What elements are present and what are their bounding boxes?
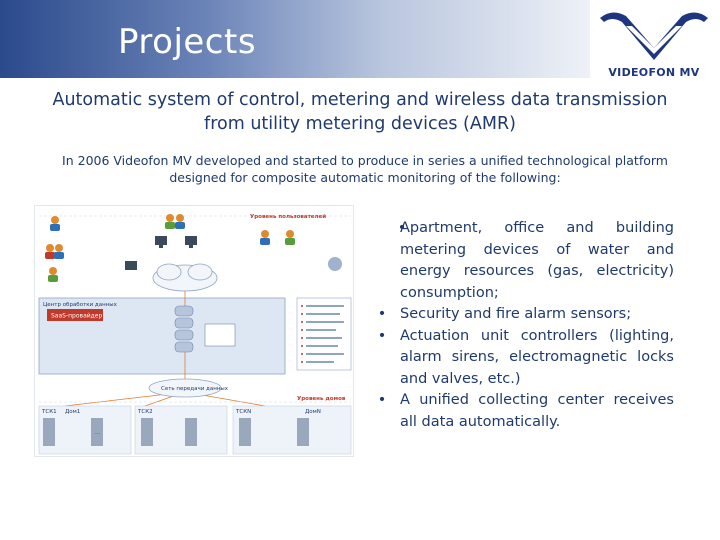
header-band xyxy=(0,0,590,78)
building-icon xyxy=(239,418,251,446)
slide-subtitle: Automatic system of control, metering an… xyxy=(52,90,668,134)
computer-icon xyxy=(125,236,197,270)
ellipsis-label: ... xyxy=(95,430,100,436)
list-item-text: A unified collecting center receives all… xyxy=(400,392,674,430)
tskn-group xyxy=(232,405,352,455)
logo-wings-icon xyxy=(600,12,708,61)
building-icon xyxy=(91,418,103,446)
list-item: • Security and fire alarm sensors; xyxy=(368,304,674,326)
bullet-icon: • xyxy=(377,306,387,322)
gear-icon xyxy=(328,257,342,271)
company-logo: VIDEOFON MV xyxy=(592,8,716,80)
building-icon xyxy=(185,418,197,446)
slide-title: Projects xyxy=(118,22,257,62)
bullet-icon: • xyxy=(397,220,407,236)
tsk2-label: ТСК2 xyxy=(137,409,153,415)
homeN-label: ДомN xyxy=(305,409,321,415)
list-item-text: Apartment, office and building metering … xyxy=(400,220,674,301)
building-icon xyxy=(297,418,309,446)
system-diagram: Уровень пользователей Центр xyxy=(34,205,354,457)
tskn-label: ТСКN xyxy=(235,409,251,415)
users-level-label: Уровень пользователей xyxy=(250,213,326,220)
cloud-icon xyxy=(152,263,218,292)
services-panel xyxy=(296,297,352,371)
feature-list: • Apartment, office and building meterin… xyxy=(368,218,674,433)
data-center-label: Центр обработки данных xyxy=(43,302,118,308)
intro-paragraph: In 2006 Videofon MV developed and starte… xyxy=(62,153,668,185)
bullet-icon: • xyxy=(377,392,387,408)
list-item-text: Actuation unit controllers (lighting, al… xyxy=(400,327,674,387)
user-group-icon xyxy=(45,214,295,282)
saas-label: SaaS-провайдер xyxy=(51,313,102,320)
list-item-text: Security and fire alarm sensors; xyxy=(400,306,632,322)
building-icon xyxy=(141,418,153,446)
list-item: • Actuation unit controllers (lighting, … xyxy=(368,326,674,391)
server-icon xyxy=(174,305,236,353)
home1-label: Дом1 xyxy=(65,409,80,415)
building-level-label: Уровень домов xyxy=(297,396,346,402)
network-cloud-icon xyxy=(148,378,222,398)
logo-text: VIDEOFON MV xyxy=(608,66,700,79)
saas-box xyxy=(47,309,103,321)
tsk1-label: ТСК1 xyxy=(41,409,57,415)
list-item: • Apartment, office and building meterin… xyxy=(368,218,674,304)
building-icon xyxy=(43,418,55,446)
bullet-icon: • xyxy=(377,327,387,344)
list-item: • A unified collecting center receives a… xyxy=(368,390,674,433)
network-label: Сеть передачи данных xyxy=(161,386,229,392)
